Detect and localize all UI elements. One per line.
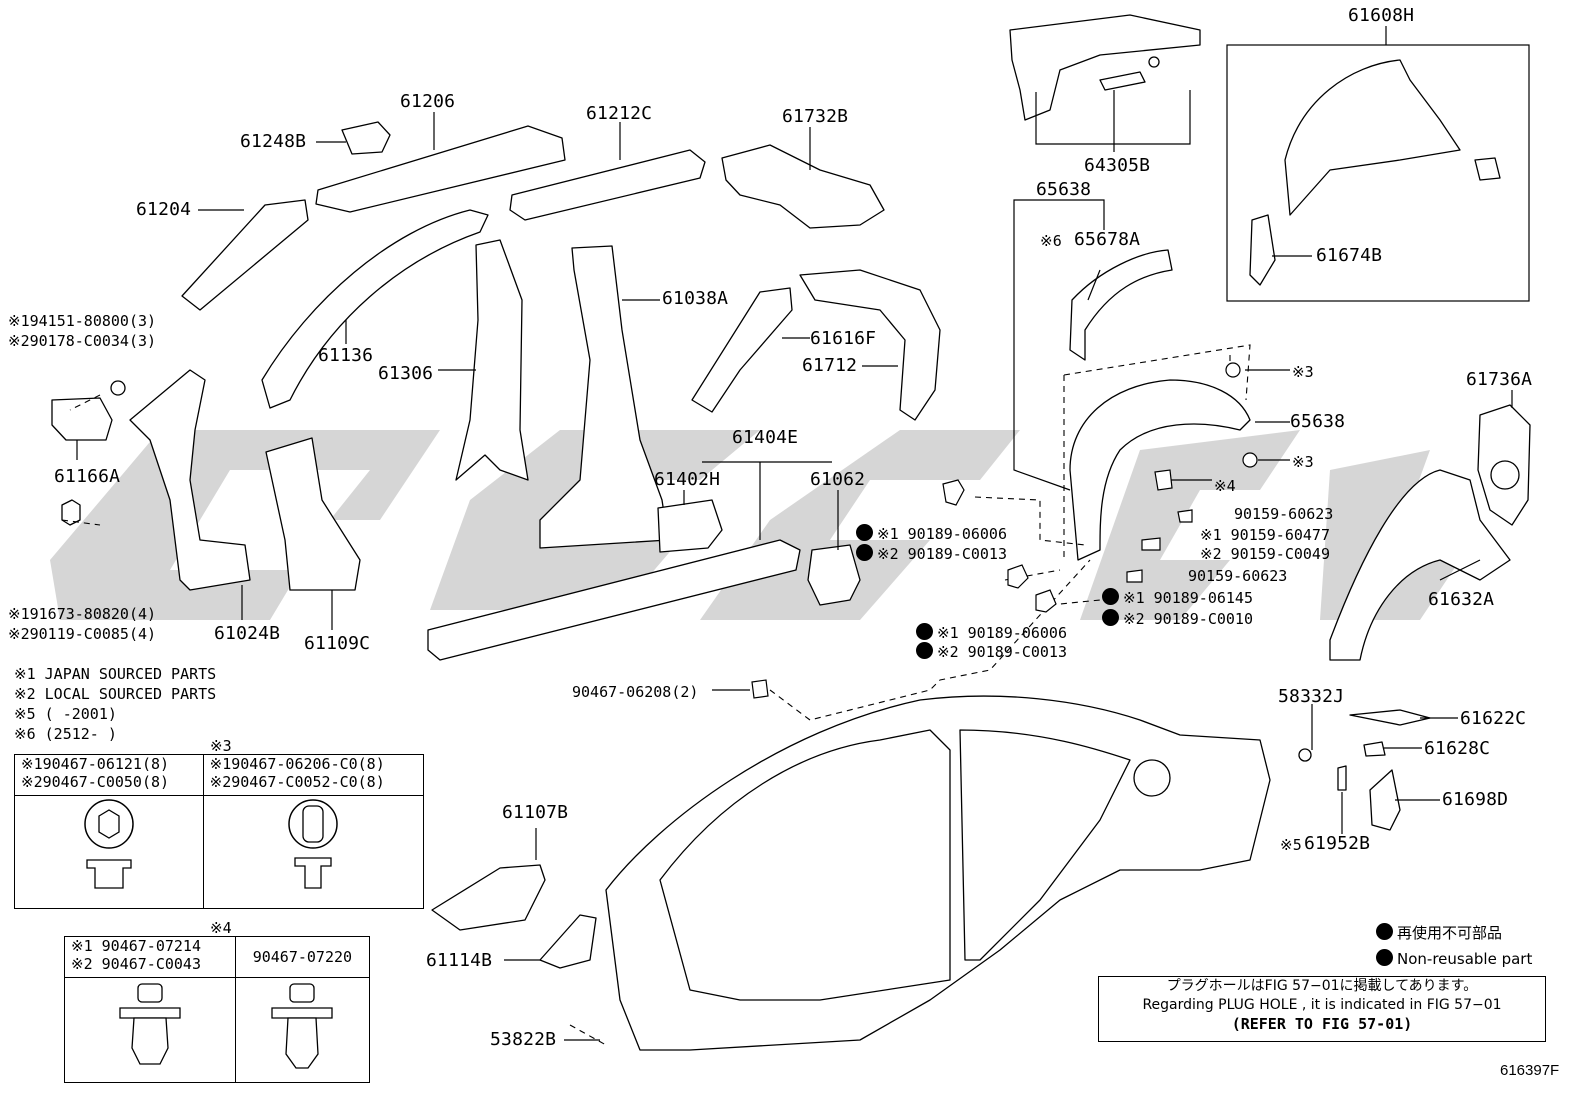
label-58332J: 58332J <box>1278 686 1345 707</box>
label-61248B: 61248B <box>240 131 307 152</box>
label-61616F: 61616F <box>810 328 877 349</box>
screw-note-1: ※194151-80800(3) <box>8 312 157 330</box>
fastener-clips <box>751 362 1258 699</box>
fastener-c3: ※2 90159-C0049 <box>1200 545 1330 563</box>
label-61136: 61136 <box>318 345 374 366</box>
table3-header: ※3 <box>210 737 232 755</box>
reference-refer: (REFER TO FIG 57-01) <box>1231 1015 1413 1033</box>
fastener-c4: 90159-60623 <box>1188 567 1288 585</box>
legend: 再使用不可部品 Non-reusable part <box>1376 920 1532 972</box>
label-61038A: 61038A <box>662 288 729 309</box>
fastener-e1: ※1 90189-06006 <box>916 623 1067 643</box>
reference-jp: プラグホールはFIG 57−01に掲載してあります。 <box>1166 978 1478 994</box>
fastener-b2: ※3 <box>1292 453 1314 471</box>
non-reusable-dot <box>1376 949 1393 966</box>
note-japan-sourced: ※1 JAPAN SOURCED PARTS <box>14 665 217 683</box>
clip-table-4: ※1 90467-07214※2 90467-C0043 90467-07220 <box>64 936 371 1083</box>
label-61206: 61206 <box>400 91 456 112</box>
non-reusable-dot <box>916 623 933 640</box>
label-61306: 61306 <box>378 363 434 384</box>
label-61024B: 61024B <box>214 623 281 644</box>
screw-note-4: ※290119-C0085(4) <box>8 625 157 643</box>
note-local-sourced: ※2 LOCAL SOURCED PARTS <box>14 685 217 703</box>
clip-bolt-label: 90467-06208(2) <box>572 683 699 701</box>
note-61952B-mark: ※5 <box>1280 836 1302 854</box>
fastener-a1: ※1 90189-06006 <box>856 524 1007 544</box>
label-61732B: 61732B <box>782 106 849 127</box>
rivet-clip-icon <box>271 983 334 1069</box>
label-61698D: 61698D <box>1442 789 1509 810</box>
label-61107B: 61107B <box>502 802 569 823</box>
fastener-a2: ※2 90189-C0013 <box>856 544 1007 564</box>
non-reusable-dot <box>916 642 933 659</box>
fastener-e2: ※2 90189-C0013 <box>916 642 1067 662</box>
label-61632A: 61632A <box>1428 589 1495 610</box>
label-61736A: 61736A <box>1466 369 1533 390</box>
label-65638: 65638 <box>1290 411 1346 432</box>
table3-right-clip <box>202 795 425 909</box>
table4-right-codes: 90467-07220 <box>234 936 371 978</box>
table4-left-clip <box>64 977 236 1083</box>
label-61109C: 61109C <box>304 633 371 654</box>
legend-en: Non-reusable part <box>1376 946 1532 972</box>
push-clip-icon <box>84 799 134 889</box>
label-65678A: 65678A <box>1074 229 1141 250</box>
non-reusable-dot <box>1102 588 1119 605</box>
label-61622C: 61622C <box>1460 708 1527 729</box>
label-65638-top: 65638 <box>1036 179 1092 200</box>
non-reusable-dot <box>1102 609 1119 626</box>
fastener-b3: ※4 <box>1214 477 1236 495</box>
non-reusable-dot <box>856 544 873 561</box>
leader-lines <box>76 26 1530 1041</box>
clip-table-3: ※190467-06121(8)※290467-C0050(8) ※190467… <box>14 754 425 909</box>
label-61114B: 61114B <box>426 950 493 971</box>
figure-code: 616397F <box>1500 1062 1560 1079</box>
table3-left-clip <box>14 795 204 909</box>
non-reusable-dot <box>1376 923 1393 940</box>
push-clip-icon <box>288 799 339 889</box>
plug-hole-reference-box: プラグホールはFIG 57−01に掲載してあります。 Regarding PLU… <box>1098 976 1546 1042</box>
fastener-c1: 90159-60623 <box>1234 505 1334 523</box>
label-61212C: 61212C <box>586 103 653 124</box>
note-65678A-mark: ※6 <box>1040 232 1062 250</box>
reference-en: Regarding PLUG HOLE , it is indicated in… <box>1142 997 1502 1013</box>
dashed-lines <box>61 344 1251 1046</box>
fastener-b1: ※3 <box>1292 363 1314 381</box>
fastener-d1: ※1 90189-06145 <box>1102 588 1253 608</box>
label-61674B: 61674B <box>1316 245 1383 266</box>
non-reusable-dot <box>856 524 873 541</box>
label-61404E: 61404E <box>732 427 799 448</box>
part-drawings <box>51 14 1531 1051</box>
screw-note-2: ※290178-C0034(3) <box>8 332 157 350</box>
label-61204: 61204 <box>136 199 192 220</box>
rivet-clip-icon <box>119 983 181 1065</box>
label-61628C: 61628C <box>1424 738 1491 759</box>
table4-left-codes: ※1 90467-07214※2 90467-C0043 <box>64 936 236 978</box>
label-61952B: 61952B <box>1304 833 1371 854</box>
screw-note-3: ※191673-80820(4) <box>8 605 157 623</box>
table4-right-clip <box>234 977 371 1083</box>
table3-left-codes: ※190467-06121(8)※290467-C0050(8) <box>14 754 204 796</box>
fastener-d2: ※2 90189-C0010 <box>1102 609 1253 629</box>
table3-right-codes: ※190467-06206-C0(8)※290467-C0052-C0(8) <box>202 754 425 796</box>
note-date-5: ※5 ( -2001) <box>14 705 117 723</box>
label-61402H: 61402H <box>654 469 721 490</box>
label-61712: 61712 <box>802 355 858 376</box>
legend-jp: 再使用不可部品 <box>1376 920 1532 946</box>
label-61166A: 61166A <box>54 466 121 487</box>
fastener-c2: ※1 90159-60477 <box>1200 526 1330 544</box>
label-53822B: 53822B <box>490 1029 557 1050</box>
label-61062: 61062 <box>810 469 866 490</box>
table4-header: ※4 <box>210 919 232 937</box>
label-61608H: 61608H <box>1348 5 1415 26</box>
label-64305B: 64305B <box>1084 155 1151 176</box>
note-date-6: ※6 (2512- ) <box>14 725 117 743</box>
